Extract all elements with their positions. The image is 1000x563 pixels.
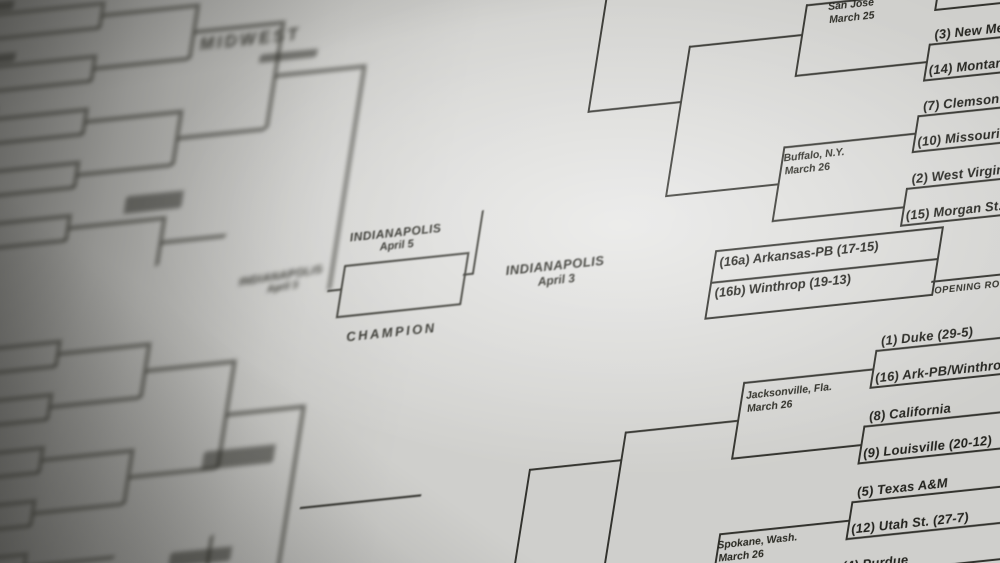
opening-round-team-a: (16a) Arkansas-PB (17-15)	[718, 238, 880, 270]
bracket-line	[587, 100, 683, 113]
bracket-line	[511, 468, 532, 563]
bracket-line	[528, 459, 623, 471]
pod-site-label: Buffalo, N.Y. March 26	[783, 146, 846, 179]
pod-site-label: Spokane, Wash. March 26	[717, 531, 799, 563]
bracket-line	[596, 431, 627, 563]
bracket-line	[783, 132, 915, 149]
pod-site-label: Jacksonville, Fla. March 26	[745, 381, 833, 416]
opening-round-box: (16a) Arkansas-PB (17-15) (16b) Winthrop…	[704, 226, 944, 320]
pod-site-label: San Jose March 25	[828, 0, 876, 27]
bracket-line	[624, 419, 738, 434]
bracket-line	[688, 34, 802, 48]
bracket-line	[934, 0, 1000, 12]
bracket-line	[730, 444, 861, 460]
bracket-line	[664, 183, 778, 198]
bracket-line	[742, 368, 873, 385]
bracket-line	[664, 45, 691, 198]
bracket-line	[587, 0, 608, 113]
bracket-line	[794, 4, 809, 78]
bracket-line	[794, 61, 927, 78]
team-slot: (4) Purdue	[841, 551, 909, 563]
bracket-line	[771, 206, 904, 223]
